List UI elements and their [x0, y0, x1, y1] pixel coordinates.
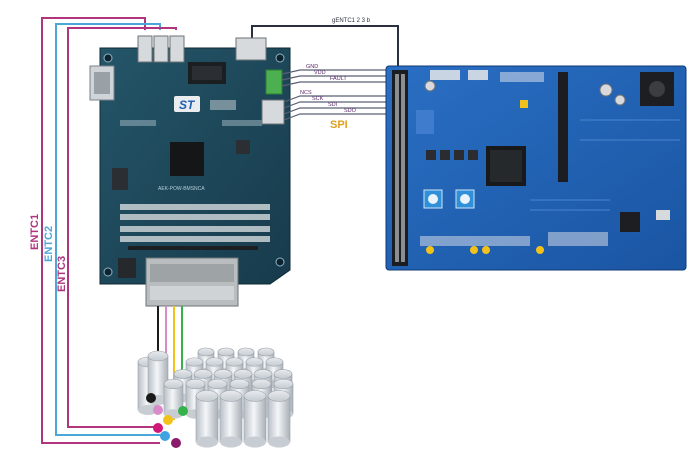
- entc1-label: ENTC1: [29, 214, 41, 250]
- battery-cell: [163, 378, 184, 419]
- dot-green: [178, 406, 188, 416]
- dot-purple: [171, 438, 181, 448]
- vdd-label: VDD: [314, 70, 326, 76]
- push-buttons: [426, 150, 478, 160]
- left-board: ST AEK-POW-BMSNCA: [89, 35, 291, 307]
- ncs-label: NCS: [300, 90, 312, 96]
- dot-pink: [153, 405, 163, 415]
- entc2-label: ENTC2: [43, 226, 55, 262]
- sck-label: SCK: [312, 96, 324, 102]
- entc1-wire: [41, 17, 160, 444]
- battery-pack: [137, 347, 294, 448]
- entc-header-1: [137, 35, 153, 63]
- dot-yellow: [163, 415, 173, 425]
- dot-blue: [160, 431, 170, 441]
- gentc-header: [235, 37, 267, 61]
- battery-cell: [219, 390, 243, 448]
- entc-wires: [41, 17, 399, 444]
- svg-text:ST: ST: [179, 98, 196, 112]
- spi-label: SPI: [330, 119, 348, 131]
- dot-magenta: [153, 423, 163, 433]
- battery-cell: [267, 390, 291, 448]
- gentc-wire: [251, 25, 399, 72]
- sdo-label: SDO: [344, 108, 357, 114]
- fault-label: FAULT: [330, 76, 347, 82]
- part-label: AEK-POW-BMSNCA: [158, 186, 205, 192]
- entc-header-3: [169, 35, 185, 63]
- entc2-wire: [55, 23, 165, 436]
- gnd-label: GND: [306, 64, 318, 70]
- long-header: [392, 70, 408, 266]
- connection-dots: [146, 393, 188, 448]
- battery-cell: [195, 390, 219, 448]
- signal-wires: [281, 69, 392, 121]
- entc3-label: ENTC3: [56, 256, 68, 292]
- main-ic: [170, 142, 204, 176]
- sdi-label: SDI: [328, 102, 338, 108]
- right-board: [385, 65, 687, 271]
- entc-header-2: [153, 35, 169, 63]
- dot-black: [146, 393, 156, 403]
- entc3-wire: [67, 27, 177, 428]
- spi-headers: [261, 69, 285, 125]
- battery-cell: [243, 390, 267, 448]
- gentc-label: gENTC1 2 3 b: [332, 18, 371, 24]
- st-logo: ST: [174, 96, 200, 112]
